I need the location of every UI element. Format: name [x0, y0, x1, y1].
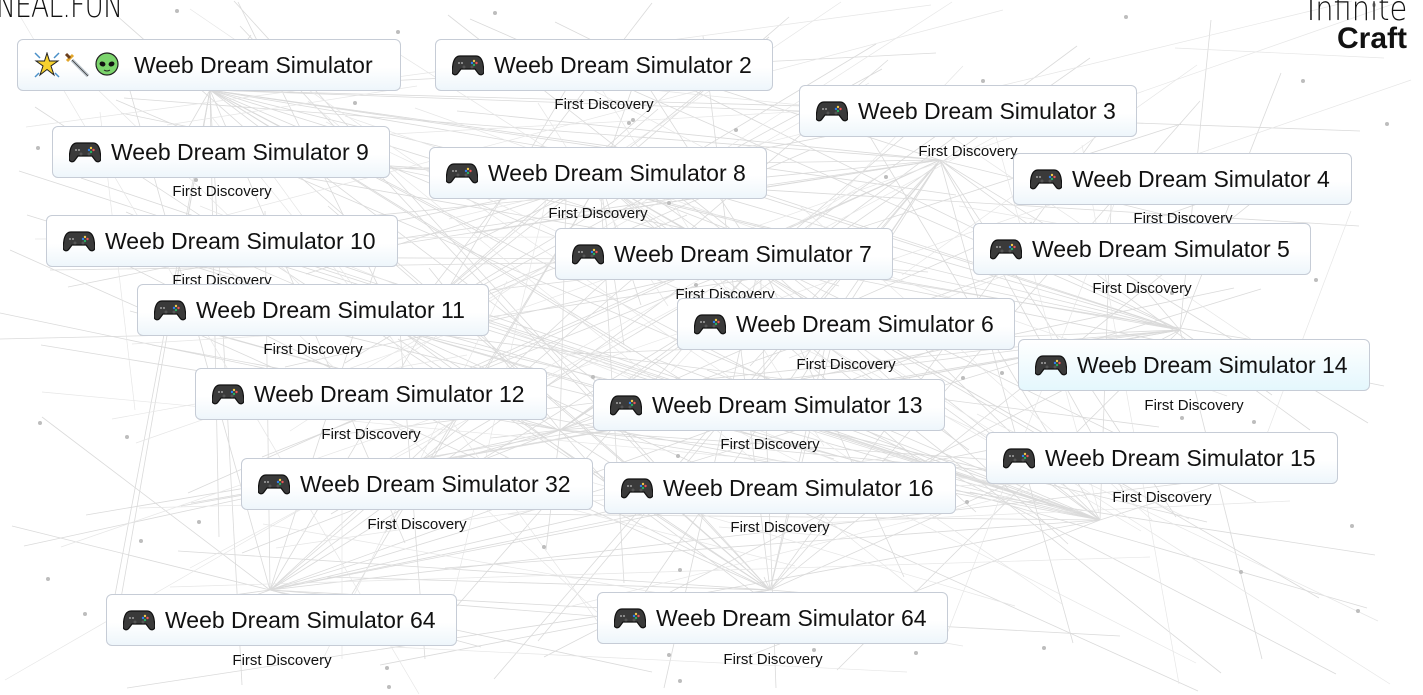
item-label: Weeb Dream Simulator 11	[196, 296, 465, 323]
game-controller-icon	[990, 237, 1022, 261]
first-discovery-label: First Discovery	[720, 436, 820, 453]
item-label: Weeb Dream Simulator 12	[254, 380, 525, 407]
item-label: Weeb Dream Simulator	[134, 51, 373, 78]
first-discovery-label: First Discovery	[172, 183, 272, 200]
game-controller-icon	[446, 161, 478, 185]
sparkle-star-icon	[34, 52, 60, 78]
item-emoji	[572, 242, 604, 266]
item-label: Weeb Dream Simulator 9	[111, 138, 369, 165]
element-item[interactable]: Weeb Dream Simulator 6	[677, 298, 1015, 350]
game-controller-icon	[614, 606, 646, 630]
item-label: Weeb Dream Simulator 32	[300, 470, 571, 497]
element-item[interactable]: Weeb Dream Simulator 7	[555, 228, 893, 280]
first-discovery-label: First Discovery	[918, 143, 1018, 160]
item-emoji	[212, 382, 244, 406]
first-discovery-label: First Discovery	[367, 516, 467, 533]
first-discovery-label: First Discovery	[723, 651, 823, 668]
element-item[interactable]: Weeb Dream Simulator 64	[597, 592, 948, 644]
item-emoji	[63, 229, 95, 253]
first-discovery-label: First Discovery	[232, 652, 332, 669]
element-item[interactable]: Weeb Dream Simulator 8	[429, 147, 767, 199]
first-discovery-label: First Discovery	[548, 205, 648, 222]
item-emoji	[258, 472, 290, 496]
item-emoji	[34, 52, 124, 78]
item-label: Weeb Dream Simulator 2	[494, 51, 752, 78]
game-controller-icon	[572, 242, 604, 266]
game-controller-icon	[69, 140, 101, 164]
element-item[interactable]: Weeb Dream Simulator 15	[986, 432, 1338, 484]
first-discovery-label: First Discovery	[1133, 210, 1233, 227]
game-controller-icon	[694, 312, 726, 336]
first-discovery-label: First Discovery	[1144, 397, 1244, 414]
element-item[interactable]: Weeb Dream Simulator 13	[593, 379, 945, 431]
element-item[interactable]: Weeb Dream Simulator	[17, 39, 401, 91]
logo-line-craft: Craft	[1336, 22, 1407, 55]
item-emoji	[816, 99, 848, 123]
item-emoji	[990, 237, 1022, 261]
first-discovery-label: First Discovery	[1112, 489, 1212, 506]
first-discovery-label: First Discovery	[730, 519, 830, 536]
game-controller-icon	[154, 298, 186, 322]
game-controller-icon	[123, 608, 155, 632]
item-emoji	[1003, 446, 1035, 470]
item-label: Weeb Dream Simulator 14	[1077, 351, 1348, 378]
game-controller-icon	[816, 99, 848, 123]
element-item[interactable]: Weeb Dream Simulator 4	[1013, 153, 1352, 205]
element-item[interactable]: Weeb Dream Simulator 12	[195, 368, 547, 420]
item-emoji	[123, 608, 155, 632]
item-label: Weeb Dream Simulator 3	[858, 97, 1116, 124]
logo-line-infinite: Infinite	[1306, 0, 1407, 29]
item-emoji	[614, 606, 646, 630]
item-emoji	[621, 476, 653, 500]
item-label: Weeb Dream Simulator 8	[488, 159, 746, 186]
item-label: Weeb Dream Simulator 4	[1072, 165, 1330, 192]
element-item[interactable]: Weeb Dream Simulator 2	[435, 39, 773, 91]
item-label: Weeb Dream Simulator 64	[165, 606, 436, 633]
item-label: Weeb Dream Simulator 7	[614, 240, 872, 267]
first-discovery-label: First Discovery	[263, 341, 363, 358]
first-discovery-label: First Discovery	[321, 426, 421, 443]
game-controller-icon	[212, 382, 244, 406]
element-item[interactable]: Weeb Dream Simulator 14	[1018, 339, 1370, 391]
element-item[interactable]: Weeb Dream Simulator 3	[799, 85, 1137, 137]
game-controller-icon	[610, 393, 642, 417]
element-item[interactable]: Weeb Dream Simulator 64	[106, 594, 457, 646]
item-emoji	[1035, 353, 1067, 377]
item-label: Weeb Dream Simulator 13	[652, 391, 923, 418]
item-label: Weeb Dream Simulator 10	[105, 227, 376, 254]
infinite-craft-logo: Infinite Craft	[1289, 0, 1407, 54]
element-item[interactable]: Weeb Dream Simulator 32	[241, 458, 593, 510]
item-label: Weeb Dream Simulator 16	[663, 474, 934, 501]
first-discovery-label: First Discovery	[1092, 280, 1192, 297]
first-discovery-label: First Discovery	[796, 356, 896, 373]
game-controller-icon	[1030, 167, 1062, 191]
game-controller-icon	[258, 472, 290, 496]
element-item[interactable]: Weeb Dream Simulator 5	[973, 223, 1311, 275]
sword-icon	[64, 52, 90, 78]
first-discovery-label: First Discovery	[554, 96, 654, 113]
item-emoji	[154, 298, 186, 322]
item-label: Weeb Dream Simulator 5	[1032, 235, 1290, 262]
item-emoji	[446, 161, 478, 185]
item-emoji	[694, 312, 726, 336]
neal-fun-logo[interactable]: NEAL.FUN	[0, 0, 123, 26]
element-item[interactable]: Weeb Dream Simulator 9	[52, 126, 390, 178]
game-controller-icon	[63, 229, 95, 253]
element-item[interactable]: Weeb Dream Simulator 10	[46, 215, 398, 267]
item-emoji	[69, 140, 101, 164]
item-emoji	[1030, 167, 1062, 191]
element-item[interactable]: Weeb Dream Simulator 16	[604, 462, 956, 514]
game-controller-icon	[452, 53, 484, 77]
game-controller-icon	[1003, 446, 1035, 470]
game-controller-icon	[621, 476, 653, 500]
element-item[interactable]: Weeb Dream Simulator 11	[137, 284, 489, 336]
game-controller-icon	[1035, 353, 1067, 377]
alien-icon	[94, 52, 120, 78]
item-emoji	[452, 53, 484, 77]
item-label: Weeb Dream Simulator 64	[656, 604, 927, 631]
item-label: Weeb Dream Simulator 6	[736, 310, 994, 337]
item-label: Weeb Dream Simulator 15	[1045, 444, 1316, 471]
item-emoji	[610, 393, 642, 417]
